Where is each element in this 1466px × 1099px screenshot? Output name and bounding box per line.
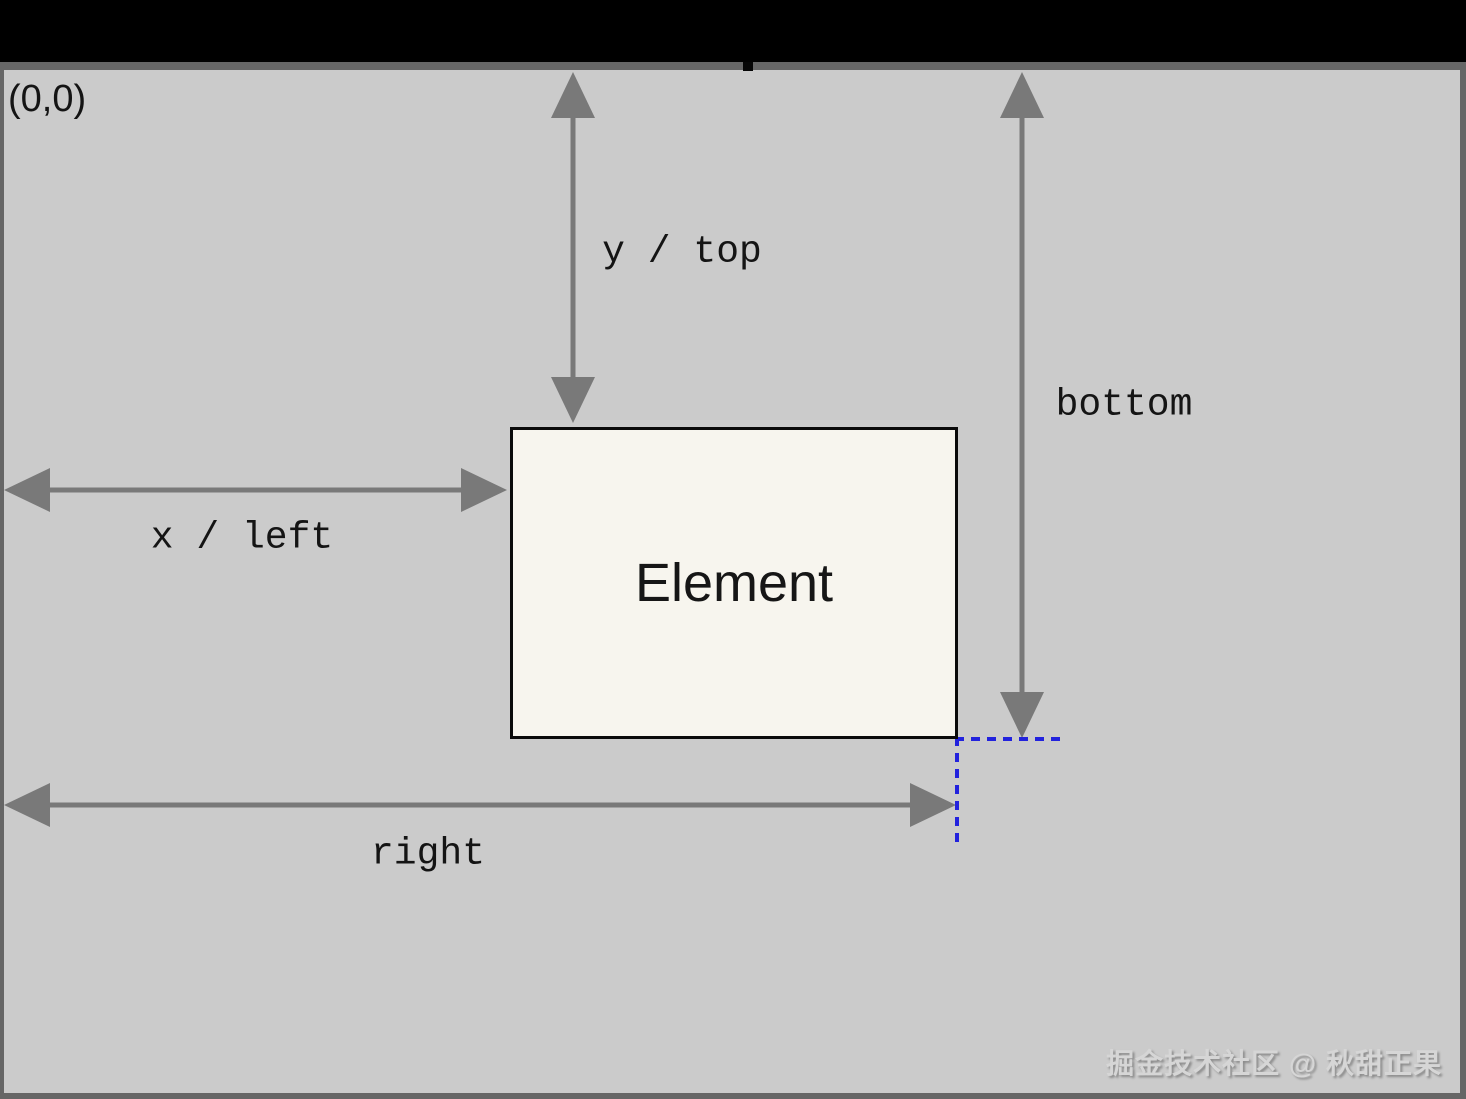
watermark: 掘金技术社区 @ 秋甜正果 <box>1106 1048 1442 1079</box>
arrow-layer <box>4 72 1062 845</box>
x-left-label: x / left <box>150 516 334 560</box>
bottom-arrow <box>1000 72 1044 738</box>
corner-guide-lines <box>955 737 1062 845</box>
origin-label: (0,0) <box>8 78 87 120</box>
right-label: right <box>370 832 486 876</box>
letterbox-top-bar <box>0 0 1466 62</box>
top-edge-tick-mark <box>743 62 753 71</box>
bottom-label: bottom <box>1055 383 1193 427</box>
element-box: Element <box>510 427 958 739</box>
coordinate-viewport: (0,0) y / top b <box>0 62 1466 1099</box>
y-top-arrow <box>551 72 595 423</box>
right-arrow <box>4 783 956 827</box>
x-left-arrow <box>4 468 507 512</box>
element-label: Element <box>634 553 834 613</box>
y-top-label: y / top <box>602 230 762 274</box>
